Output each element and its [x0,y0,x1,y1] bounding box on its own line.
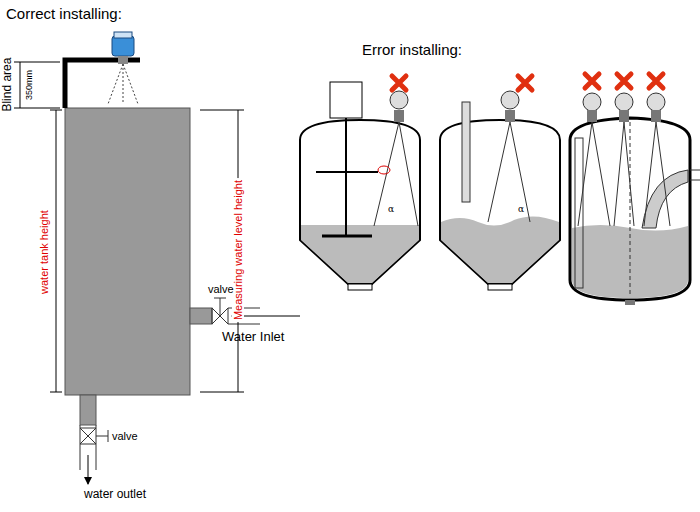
drawing-part [14,108,60,109]
dimension-label: Blind area [1,58,14,112]
drawing-part [394,110,404,122]
drawing-part [614,122,634,226]
sensor-bracket [65,32,140,108]
drawing-part [80,425,81,470]
drawing-part [108,430,109,442]
drawing-part [65,108,190,395]
drawing-part [56,110,57,392]
drawing-part [647,93,665,111]
drawing-part [316,171,378,173]
dimension-value: 350mm [25,70,35,100]
drawing-part [20,62,21,108]
dimension-lines [14,62,244,392]
drawing-part [112,36,134,56]
drawing-part [630,122,631,296]
drawing-part [322,235,372,238]
drawing-part [330,82,362,118]
section-heading: Correct installing: [6,6,122,23]
drawing-part [587,110,597,122]
drawing-part [585,74,599,88]
drawing-part [114,32,132,38]
drawing-part [200,392,244,393]
drawing-part [200,110,244,111]
dimension-label: Measuring water level height [232,178,244,322]
drawing-part [118,56,128,64]
drawing-part [488,284,512,290]
drawing-part [518,76,532,90]
drawing-part [575,138,583,288]
drawing-part [65,60,140,108]
vessel-ladder [570,93,700,305]
flow-label: water outlet [84,488,146,501]
drawing-part [505,110,515,122]
vessel-pipe: α [440,91,560,290]
drawing-part [378,166,390,174]
tank [65,108,300,484]
drawing-part [583,93,665,111]
drawing-part [625,300,635,305]
drawing-part [644,122,670,226]
drawing-part [441,216,559,283]
drawing-part [392,76,406,90]
drawing-part [390,91,408,109]
drawing-part [578,122,670,226]
drawing-part [462,102,470,202]
drawing-part [615,93,633,111]
drawing-part [220,298,221,316]
drawing-part [301,225,419,283]
valve-label: valve [208,283,234,295]
drawing-part [501,91,519,109]
drawing-part: α [388,204,394,214]
drawing-part [488,122,530,222]
drawing-part [88,455,89,484]
drawing-part [300,120,420,284]
drawing-part [80,395,96,425]
drawing-part [96,436,108,437]
drawing-part [440,120,560,284]
drawing-part [108,64,138,104]
drawing-part [214,298,226,299]
drawing-part [50,110,62,111]
drawing-part [345,118,347,236]
drawing-part [651,110,661,122]
drawing-part: α [518,204,524,214]
drawing-part [348,284,372,290]
drawing-part [617,74,631,88]
drawing-part [690,170,700,180]
drawing-part [642,170,688,228]
drawing-part [96,425,97,470]
valve-label: valve [112,430,138,442]
drawing-part [14,62,60,63]
drawing-part [190,308,212,324]
drawing-part [619,110,629,122]
drawing-part [374,122,418,226]
drawing-part [50,392,62,393]
error-marks [392,74,663,90]
flow-label: Water Inlet [222,330,284,344]
drawing-part [80,428,96,444]
drawing-part [570,118,690,300]
drawing-part [587,110,661,122]
dimension-label: water tank height [38,210,50,294]
section-heading: Error installing: [362,42,462,59]
vessel-agitator: α [300,82,420,290]
drawing-part [228,324,260,325]
drawing-part [583,93,601,111]
drawing-part [578,122,610,226]
drawing-part [649,74,663,88]
